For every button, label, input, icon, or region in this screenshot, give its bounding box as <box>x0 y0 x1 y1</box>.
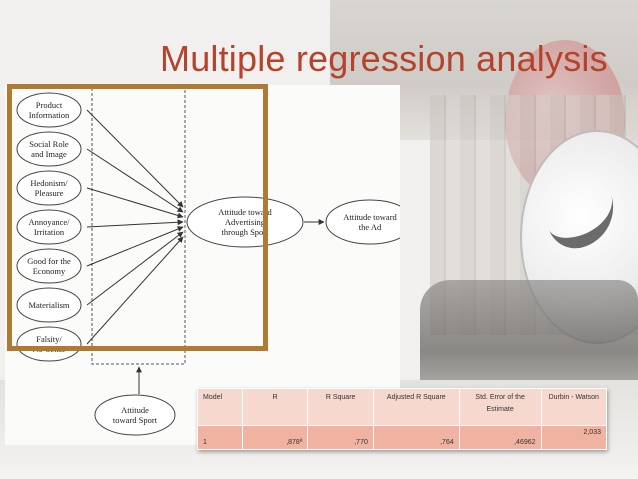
predictor-7-ellipse <box>16 326 82 362</box>
header-model: Model <box>197 388 243 426</box>
header-adjusted-r-square: Adjusted R Square <box>372 388 460 426</box>
cell-std-error: ,46962 <box>458 425 542 450</box>
header-durbin-watson: Durbin - Watson <box>540 388 608 426</box>
outcome-node-ellipse <box>325 199 400 245</box>
header-std-error: Std. Error of the Estimate <box>458 388 542 426</box>
predictor-7-label: Falsity/No-Sense <box>32 334 65 354</box>
table-header-row: Model R R Square Adjusted R Square Std. … <box>197 388 608 426</box>
predictor-3-label: Hedonism/Pleasure <box>30 178 68 198</box>
arrow-predictor-6 <box>86 231 184 306</box>
predictor-4-ellipse <box>16 209 82 245</box>
model-summary-table: Model R R Square Adjusted R Square Std. … <box>197 388 608 450</box>
arrow-predictor-5 <box>86 226 184 267</box>
arrow-predictor-3 <box>86 187 184 219</box>
slide-title: Multiple regression analysis <box>160 38 608 79</box>
predictor-5-ellipse <box>16 248 82 284</box>
mediator-node-ellipse <box>186 196 304 248</box>
cell-r-square: ,770 <box>307 425 374 450</box>
arrow-predictor-1 <box>86 109 184 208</box>
cell-durbin-watson: 2,033 <box>540 425 608 450</box>
predictor-6-ellipse <box>16 287 82 323</box>
antecedent-node-ellipse <box>94 394 176 436</box>
cell-adjusted-r-square: ,764 <box>372 425 460 450</box>
table-row: 1 ,878ª ,770 ,764 ,46962 2,033 <box>197 425 608 450</box>
arrow-predictor-4 <box>86 219 184 228</box>
arrow-predictor-7 <box>86 236 184 345</box>
predictor-4-label: Annoyance/Irritation <box>28 217 70 237</box>
cell-model: 1 <box>197 425 243 450</box>
cell-r: ,878ª <box>241 425 309 450</box>
header-std-error-line1: Std. Error of the <box>475 394 525 401</box>
predictor-2-ellipse <box>16 131 82 167</box>
predictor-1-ellipse <box>16 92 82 128</box>
predictor-3-ellipse <box>16 170 82 206</box>
arrow-predictor-2 <box>86 148 184 213</box>
predictor-6-label: Materialism <box>28 300 69 310</box>
header-r-square: R Square <box>307 388 374 426</box>
header-r: R <box>241 388 309 426</box>
header-std-error-line2: Estimate <box>486 406 514 413</box>
